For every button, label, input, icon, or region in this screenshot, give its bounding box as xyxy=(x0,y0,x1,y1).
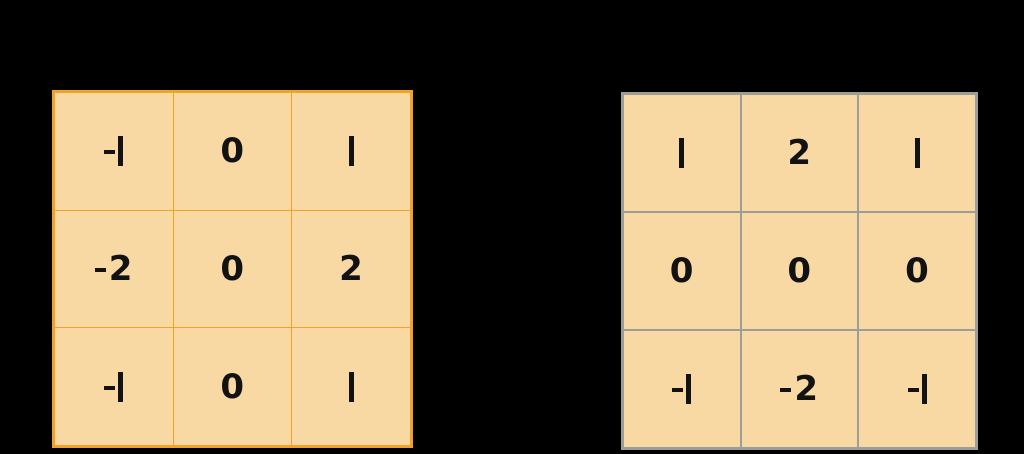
matrix-cell: 2 xyxy=(292,210,410,328)
matrix-cell: 0 xyxy=(624,213,740,329)
matrix-cell xyxy=(859,331,975,447)
matrix-cell: 2 xyxy=(55,210,173,328)
matrix-cell: 0 xyxy=(173,93,292,210)
matrix-cell: 0 xyxy=(859,213,975,329)
matrix-cell: 0 xyxy=(741,213,858,329)
matrix-cell xyxy=(292,93,410,210)
matrix-cell xyxy=(624,95,740,211)
matrix-cell xyxy=(859,95,975,211)
matrix-cell: 2 xyxy=(741,95,858,211)
matrix-cell xyxy=(292,328,410,445)
matrix-cell xyxy=(624,331,740,447)
sobel-gx-matrix: 0 2 0 2 0 xyxy=(52,90,413,448)
sobel-gy-matrix: 2 0 0 0 2 xyxy=(621,92,978,450)
matrix-cell xyxy=(55,93,173,210)
matrix-cell: 0 xyxy=(173,210,292,328)
matrix-cell: 2 xyxy=(741,331,858,447)
matrix-cell: 0 xyxy=(173,328,292,445)
matrix-cell xyxy=(55,328,173,445)
